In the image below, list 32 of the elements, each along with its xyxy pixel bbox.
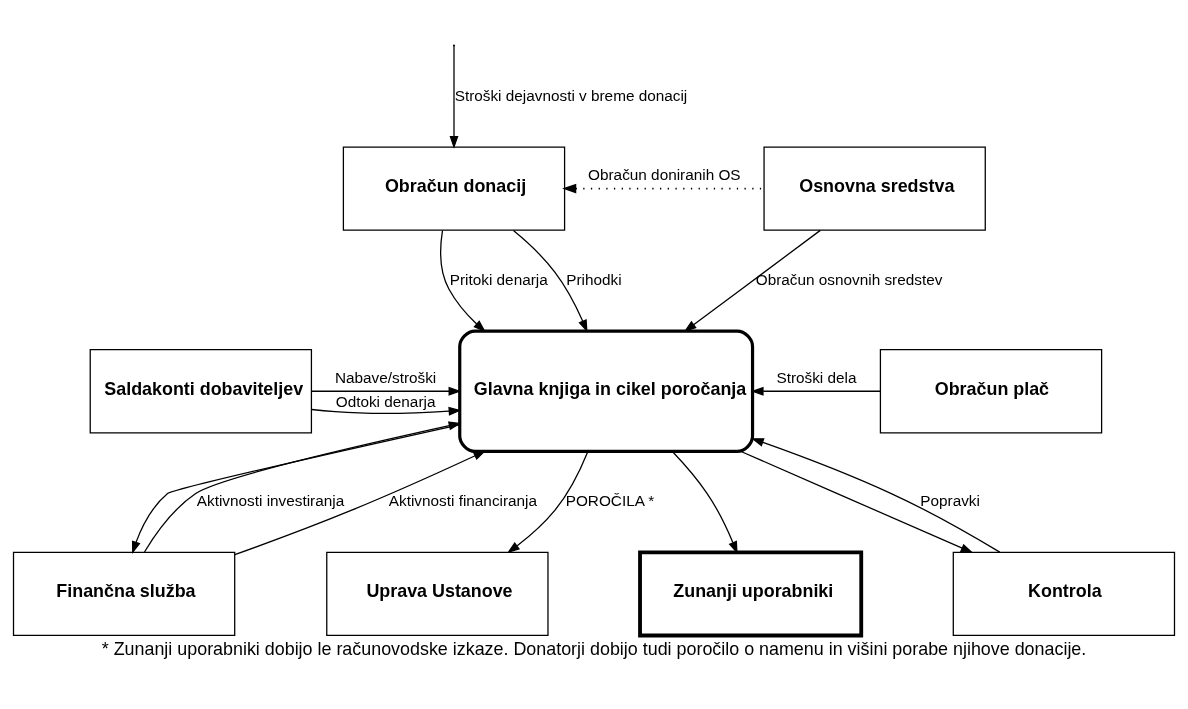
node-box: Osnovna sredstva xyxy=(763,145,986,231)
caption: * Zunanji uporabniki dobijo le računovodske izkaze. Donatorji dobijo tudi poročilo o namenu in višini porabe njihove donacije. xyxy=(101,638,1087,659)
arrow xyxy=(671,450,738,554)
edge-label: Prihodki xyxy=(566,270,622,288)
arrow xyxy=(740,450,974,553)
arrow xyxy=(234,450,487,555)
arrow xyxy=(507,450,589,553)
node-box: Zunanji uporabniki xyxy=(638,549,864,637)
node-box: Uprava Ustanove xyxy=(326,551,549,636)
arrow xyxy=(751,437,1001,553)
edge-label: Nabave/stroški xyxy=(334,368,437,386)
node-box: Obračun plač xyxy=(879,348,1103,433)
edge-label: Pritoki denarja xyxy=(449,270,548,288)
node-box: Finančna služba xyxy=(12,551,236,636)
edge-label: POROČILA * xyxy=(565,491,655,509)
edge-label: Obračun osnovnih sredstev xyxy=(755,270,943,288)
arrow xyxy=(683,229,821,332)
arrow xyxy=(512,229,588,333)
arrow xyxy=(311,406,462,416)
edge-label: Aktivnosti financiranja xyxy=(388,491,538,509)
edge-label: Obračun doniranih OS xyxy=(588,165,741,183)
node-box: Kontrola xyxy=(952,551,1176,636)
edge-label: Stroški dela xyxy=(776,368,857,386)
node-box: Obračun donacij xyxy=(342,145,566,231)
arrow xyxy=(440,229,486,332)
arrow xyxy=(310,386,462,396)
edge-label: Odtoki denarja xyxy=(335,392,436,410)
edge-label: Stroški dejavnosti v breme donacij xyxy=(454,86,688,103)
node-box: Glavna knjiga in cikel poročanja xyxy=(458,329,755,453)
node-box: Saldakonti dobaviteljev xyxy=(89,348,313,433)
edge-label: Popravki xyxy=(920,491,980,509)
edge-label: Aktivnosti investiranja xyxy=(196,491,345,509)
